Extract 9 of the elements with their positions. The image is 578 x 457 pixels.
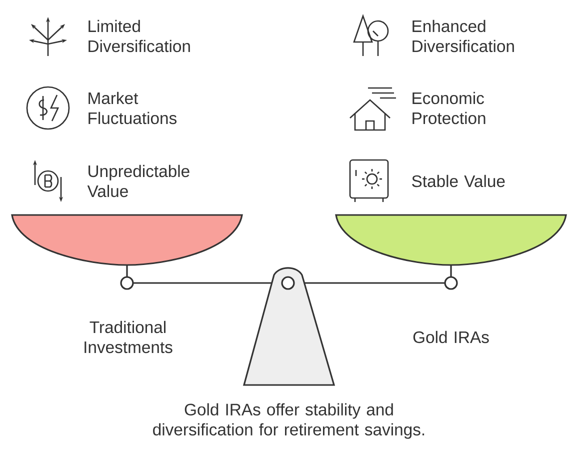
item-label: Stable Value (412, 174, 505, 188)
item-label: Economic Protection (412, 92, 486, 124)
caption: Gold IRAs offer stability and diversification for retirement savings. (153, 403, 424, 439)
item-label: Limited Diversification (88, 20, 190, 52)
item-label: Enhanced Diversification (412, 20, 514, 52)
item-label: Unpredictable Value (87, 164, 190, 198)
item-label: Market Fluctuations (88, 92, 177, 124)
item-label: Traditional Investments (84, 320, 172, 354)
item-label: Gold IRAs (413, 330, 489, 344)
